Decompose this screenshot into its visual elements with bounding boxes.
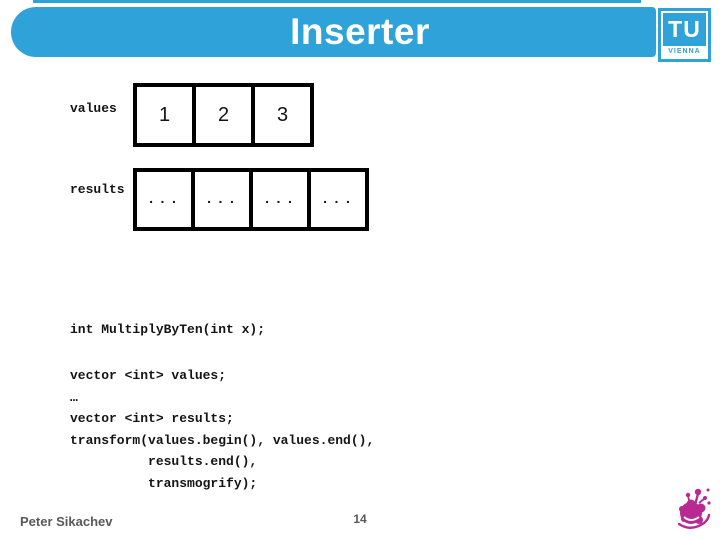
tu-logo-acronym: TU: [668, 16, 701, 42]
results-cell-text: ...: [320, 191, 356, 208]
tu-logo-city: VIENNA: [663, 46, 706, 57]
values-label: values: [70, 101, 117, 116]
tu-vienna-logo: TU VIENNA: [658, 8, 711, 62]
values-cell-text: 3: [276, 103, 289, 126]
title-bar: [11, 7, 656, 57]
values-array: 1 2 3: [133, 83, 314, 147]
values-cell: 1: [133, 83, 196, 147]
values-cell-text: 1: [158, 103, 171, 126]
code-declaration: int MultiplyByTen(int x);: [70, 322, 266, 337]
results-array: ... ... ... ...: [133, 168, 369, 231]
results-cell-text: ...: [262, 191, 298, 208]
results-cell: ...: [191, 168, 253, 231]
tu-logo-frame: TU VIENNA: [661, 11, 708, 59]
results-cell-text: ...: [204, 191, 240, 208]
ink-blob-mascot-icon: [677, 488, 711, 529]
results-cell: ...: [307, 168, 369, 231]
values-cell-text: 2: [217, 103, 230, 126]
page-number: 14: [353, 512, 367, 526]
values-cell: 3: [251, 83, 314, 147]
footer-author: Peter Sikachev: [20, 514, 113, 529]
results-cell-text: ...: [146, 191, 182, 208]
code-block: vector <int> values; … vector <int> resu…: [70, 368, 375, 491]
results-label: results: [70, 182, 125, 197]
results-cell: ...: [249, 168, 311, 231]
results-cell: ...: [133, 168, 195, 231]
top-accent-line: [33, 0, 641, 3]
slide-title: Inserter: [290, 11, 430, 52]
values-cell: 2: [192, 83, 255, 147]
